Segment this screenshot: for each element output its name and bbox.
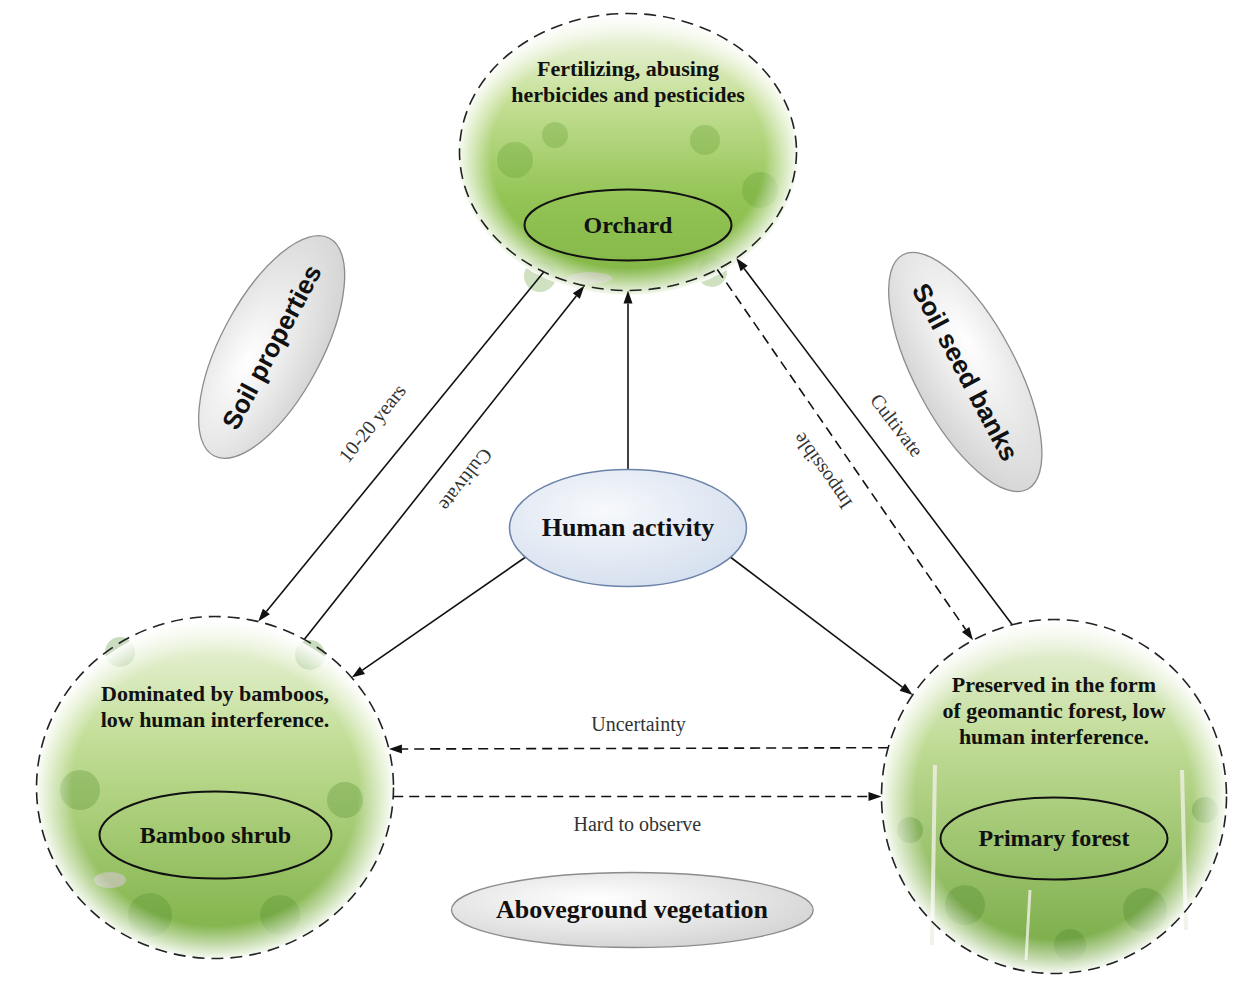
edge-label: Cultivate (864, 386, 930, 462)
edge-label: 10-20 years (332, 377, 412, 468)
arrowhead (389, 744, 402, 753)
arrow-line (304, 296, 576, 639)
node-label: Aboveground vegetation (496, 895, 768, 926)
photo-vignette (881, 622, 1227, 974)
node-outline (458, 12, 798, 292)
node-outline (35, 615, 395, 960)
scene-zone: Dominated by bamboos, low human interfer… (35, 615, 395, 960)
ellipse-outline (525, 190, 732, 261)
orchard-photo (457, 14, 799, 296)
photo-vignette (457, 14, 799, 296)
connector (304, 286, 584, 640)
ellipse-outline (451, 873, 813, 948)
photo-ground (882, 623, 1226, 973)
arrowhead (736, 258, 747, 271)
ellipse-outline (941, 798, 1168, 880)
node-label: Bamboo shrub (140, 821, 291, 849)
factor-ellipse: Aboveground vegetation (450, 871, 815, 949)
arrow-line (731, 557, 903, 687)
arrow-line (362, 557, 525, 670)
connector (624, 291, 633, 470)
arrow-line (627, 304, 629, 470)
node-label: Primary forest (979, 824, 1130, 852)
zone-heading: Preserved in the form of geomantic fores… (941, 672, 1167, 750)
edge-label: Impossible (786, 426, 858, 515)
zone-heading: Dominated by bamboos, low human interfer… (95, 681, 335, 733)
arrowhead (573, 286, 585, 299)
arrowhead (868, 792, 881, 801)
scene-zone: Preserved in the form of geomantic fores… (880, 618, 1228, 975)
ellipse-outline (882, 620, 1227, 974)
connector (352, 557, 526, 677)
driver-ellipse: Human activity (508, 468, 748, 588)
arrowhead (624, 291, 633, 304)
zone-heading: Fertilizing, abusing herbicides and pest… (503, 56, 753, 108)
node-label: Orchard (584, 211, 673, 239)
land-use-ellipse: Bamboo shrub (98, 790, 333, 880)
ellipse-outline (460, 14, 797, 291)
connector (393, 792, 881, 801)
land-use-ellipse: Primary forest (939, 796, 1169, 881)
arrowhead (900, 684, 913, 695)
dashed-arrow-line (402, 748, 888, 749)
dashed-arrow-line (393, 796, 868, 798)
arrowhead (962, 627, 973, 640)
land-use-ellipse: Orchard (523, 188, 733, 262)
factor-ellipse: Soil seed banks (856, 229, 1074, 515)
photo-ground (458, 15, 798, 295)
edge-label: Cultivate (433, 442, 499, 518)
forest-photo (881, 622, 1227, 974)
connector (731, 557, 913, 695)
ellipse-outline (510, 470, 747, 587)
ellipse-outline (858, 231, 1072, 513)
arrowhead (352, 666, 365, 677)
scene-zone: Fertilizing, abusing herbicides and pest… (458, 12, 798, 292)
edge-label: Uncertainty (588, 713, 688, 735)
node-outline (880, 618, 1228, 975)
photo-ground (37, 622, 393, 958)
ellipse-outline (37, 617, 394, 959)
connector (389, 744, 888, 753)
node-label: Human activity (542, 513, 715, 544)
ellipse-outline (100, 792, 332, 879)
edge-label: Hard to observe (570, 813, 704, 835)
